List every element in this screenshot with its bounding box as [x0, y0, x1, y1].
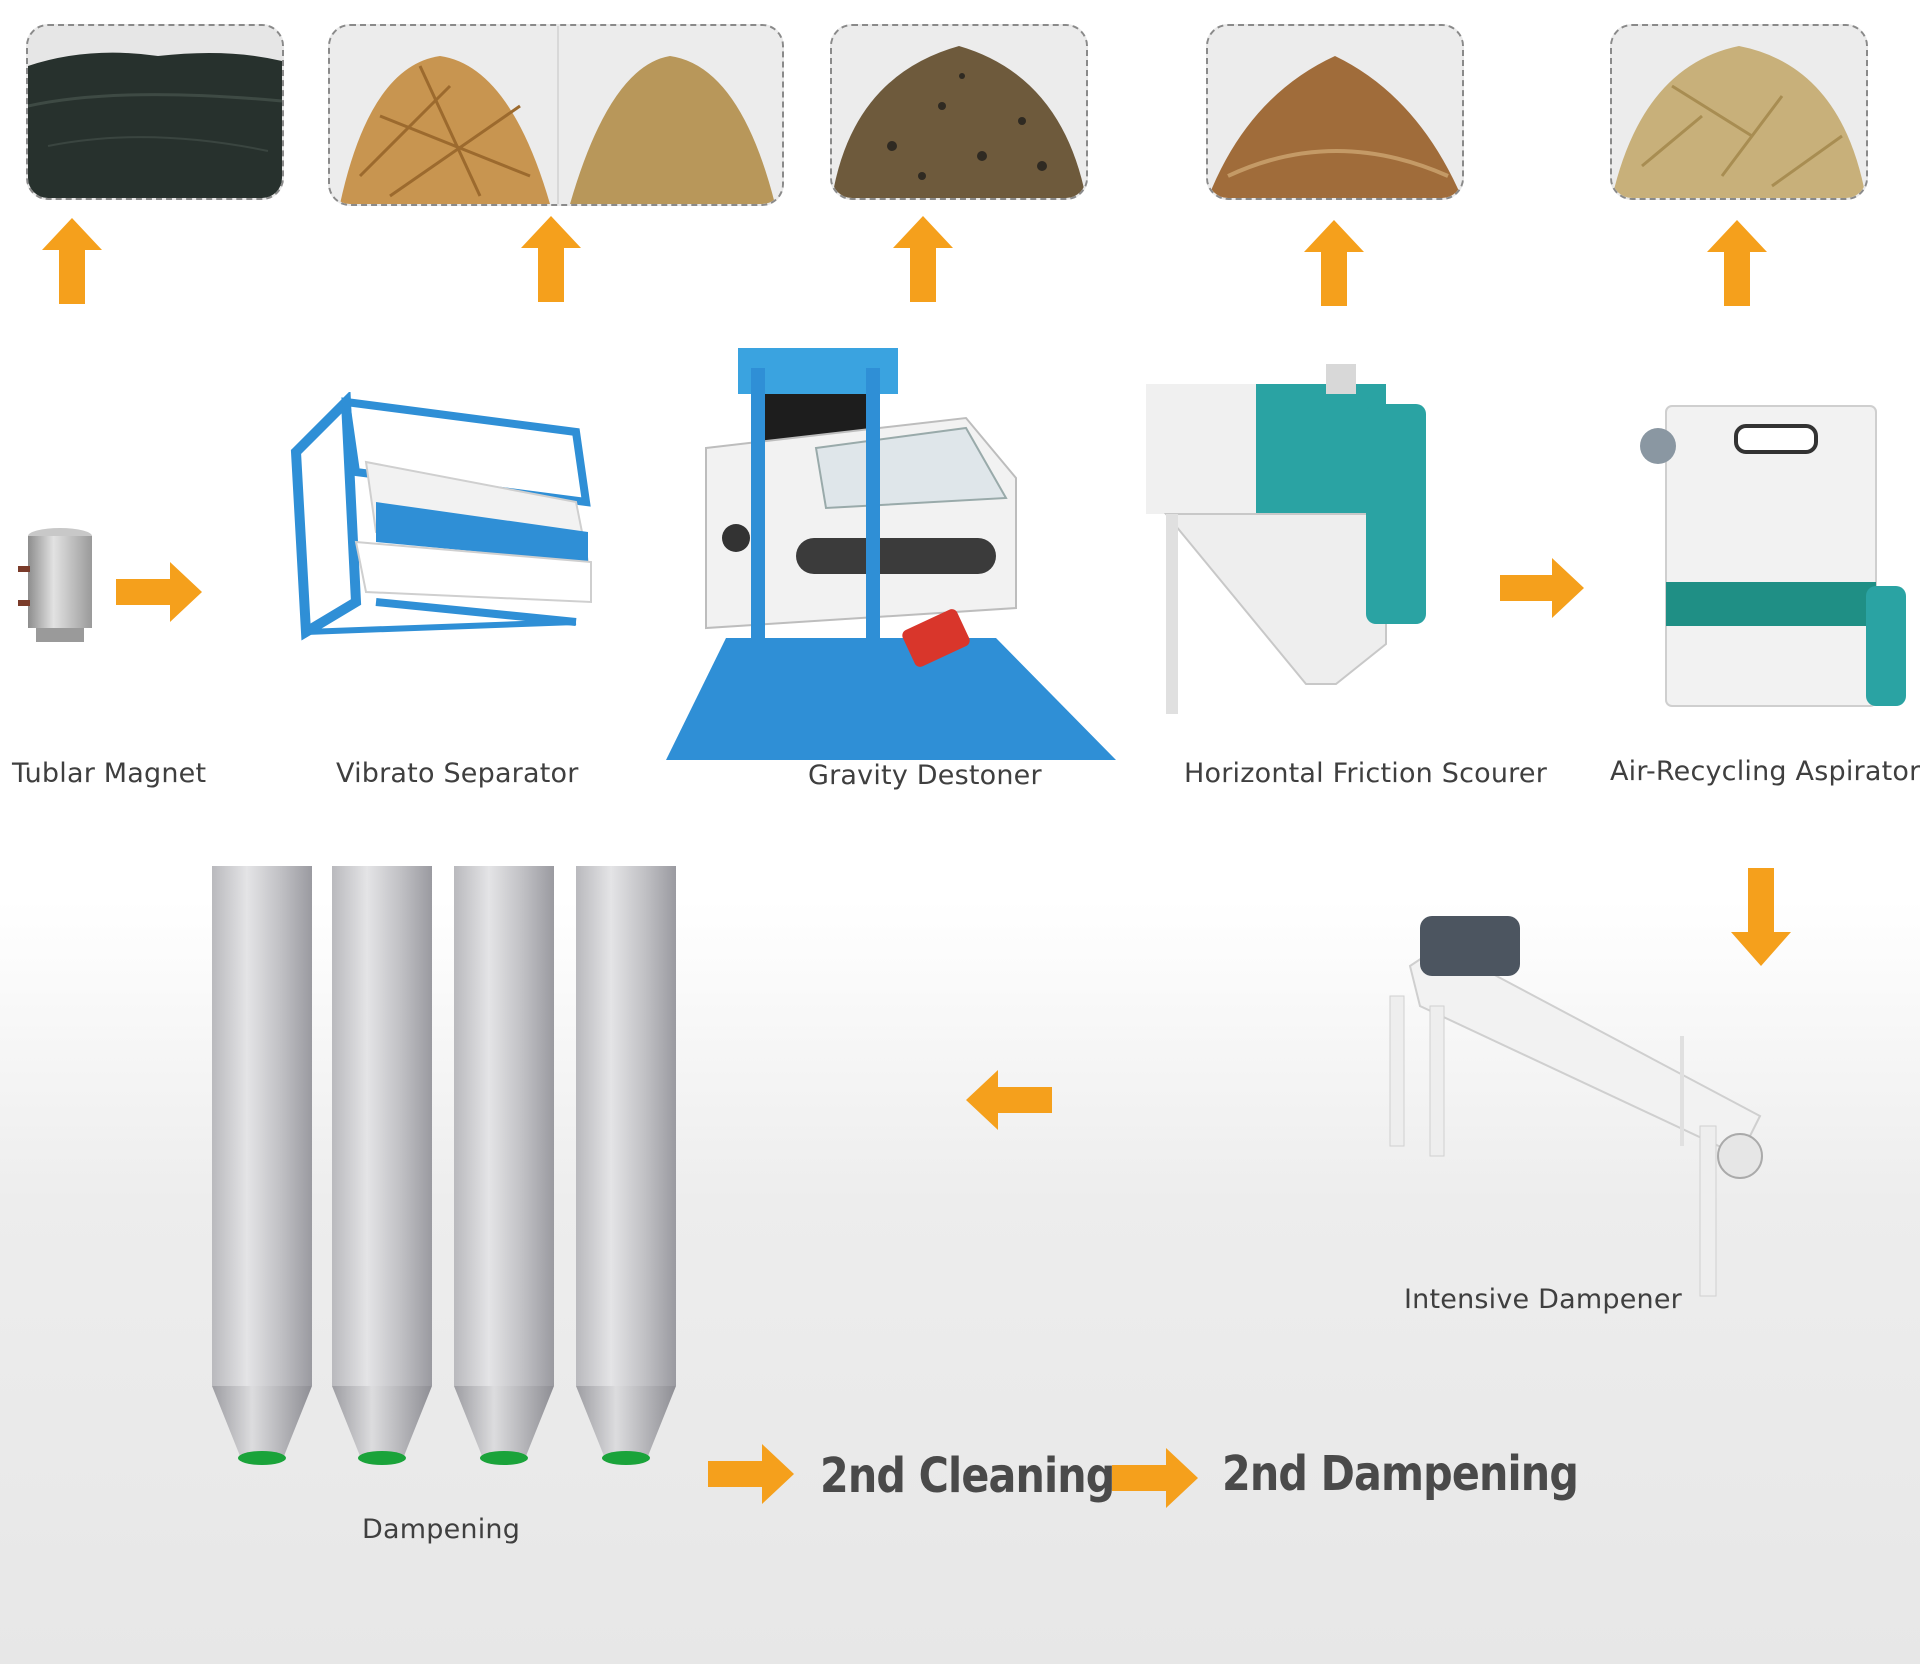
second-cleaning-label: 2nd Cleaning: [820, 1448, 1114, 1504]
sample-stones: [830, 24, 1088, 200]
horizontal-friction-scourer-label: Horizontal Friction Scourer: [1184, 758, 1547, 789]
arrow-right-icon: [1500, 558, 1584, 618]
tubular-magnet-image: [14, 526, 104, 646]
arrow-up-icon: [521, 216, 581, 302]
sample-magnetic-impurities-image: [28, 26, 282, 198]
arrow-up-icon: [1304, 220, 1364, 306]
sample-straw-and-dust: [328, 24, 784, 206]
arrow-right-icon: [1112, 1448, 1198, 1508]
arrow-right-icon: [116, 562, 202, 622]
vibrato-separator-image: [276, 392, 606, 664]
sample-stones-image: [832, 26, 1086, 198]
second-dampening-label: 2nd Dampening: [1222, 1446, 1578, 1502]
arrow-left-icon: [966, 1070, 1052, 1130]
arrow-up-icon: [1707, 220, 1767, 306]
silo: [212, 866, 312, 1465]
intensive-dampener-image: [1380, 906, 1780, 1306]
dampening-label: Dampening: [362, 1514, 520, 1545]
arrow-up-icon: [42, 218, 102, 304]
dampening-silos-image: [206, 866, 686, 1478]
intensive-dampener-label: Intensive Dampener: [1404, 1284, 1682, 1315]
silo: [332, 866, 432, 1465]
silo: [454, 866, 554, 1465]
arrow-up-icon: [893, 216, 953, 302]
tubular-magnet-label: Tublar Magnet: [12, 758, 206, 789]
air-recycling-aspirator-image: [1636, 386, 1912, 720]
silo: [576, 866, 676, 1465]
sample-light-impurities: [1610, 24, 1868, 200]
gravity-destoner-image: [666, 308, 1116, 760]
arrow-right-icon: [708, 1444, 794, 1504]
sample-husk-dust-image: [1208, 26, 1462, 198]
sample-magnetic-impurities: [26, 24, 284, 200]
air-recycling-aspirator-label: Air-Recycling Aspirator: [1610, 756, 1920, 787]
horizontal-friction-scourer-image: [1136, 354, 1446, 718]
sample-light-impurities-image: [1612, 26, 1866, 198]
sample-husk-dust: [1206, 24, 1464, 200]
vibrato-separator-label: Vibrato Separator: [336, 758, 579, 789]
gravity-destoner-label: Gravity Destoner: [808, 760, 1042, 791]
sample-straw-and-dust-image: [330, 26, 782, 204]
